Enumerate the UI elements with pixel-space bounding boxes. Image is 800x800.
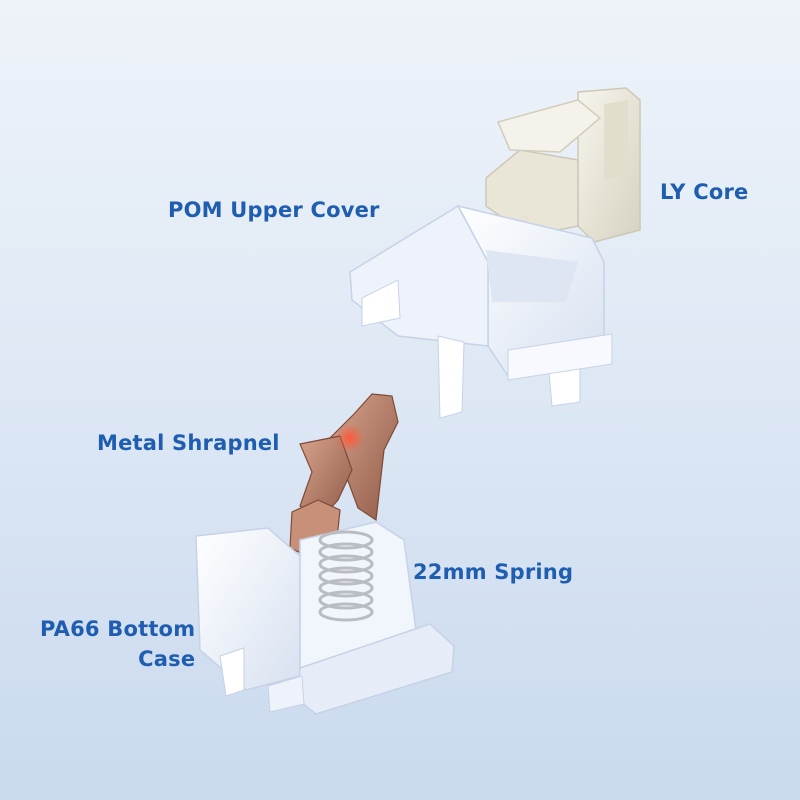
label-22mm-spring: 22mm Spring (413, 560, 574, 584)
pom-upper-cover (349, 204, 613, 419)
spring-22mm (318, 530, 374, 622)
label-ly-core: LY Core (660, 180, 749, 204)
label-pom-upper-cover: POM Upper Cover (168, 198, 380, 222)
label-pa66-bottom-case: PA66 Bottom Case (40, 617, 196, 671)
label-metal-shrapnel: Metal Shrapnel (97, 431, 280, 455)
pa66-bottom-case (195, 521, 455, 715)
ly-core-stem (485, 87, 641, 254)
